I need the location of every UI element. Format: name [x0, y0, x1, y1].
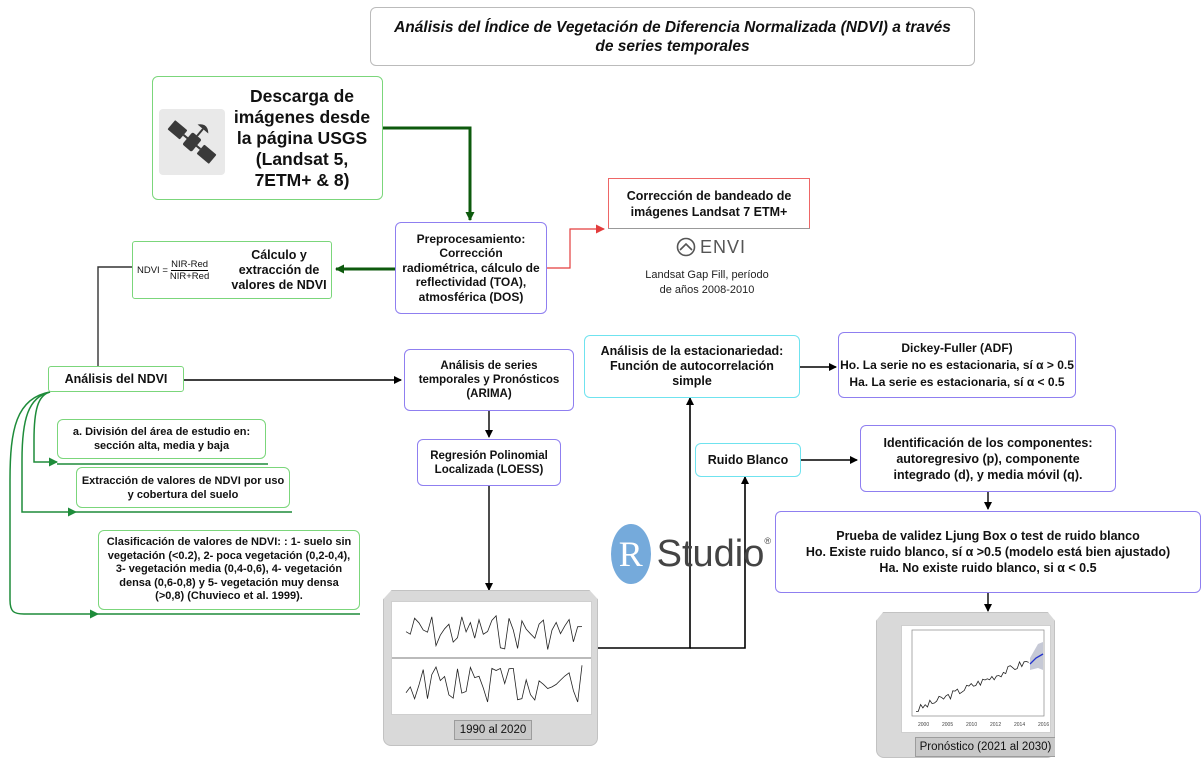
subdivision-box: a. División del área de estudio en: secc… [57, 419, 266, 459]
forecast-axis-tick: 2016 [1038, 722, 1049, 728]
loess-text: Regresión Polinomial Localizada (LOESS) [430, 449, 548, 476]
forecast-band [1030, 642, 1043, 670]
forecast-history-line [915, 660, 1029, 712]
subdivision-text: a. División del área de estudio en: secc… [72, 426, 251, 452]
series-plot [391, 601, 592, 715]
ljung-line-2: Ho. Existe ruido blanco, sí α >0.5 (mode… [805, 545, 1171, 559]
download-box: Descarga de imágenes desde la página USG… [152, 76, 383, 200]
series-line-top [405, 614, 583, 650]
series-caption: 1990 al 2020 [454, 720, 532, 740]
components-text: Identificación de los componentes: autor… [883, 435, 1093, 482]
stationarity-box: Análisis de la estacionariedad: Función … [584, 335, 800, 398]
arrow-download-preprocess [372, 126, 475, 221]
forecast-axis-tick: 2014 [1014, 722, 1025, 728]
forecast-axis-tick: 2012 [990, 722, 1001, 728]
ljung-box: Prueba de validez Ljung Box o test de ru… [775, 511, 1201, 593]
banding-box: Corrección de bandeado de imágenes Lands… [608, 178, 810, 228]
registered-mark-icon: ® [764, 536, 771, 546]
white-noise-text: Ruido Blanco [707, 452, 789, 467]
satellite-icon [159, 109, 225, 175]
components-box: Identificación de los componentes: autor… [860, 425, 1116, 492]
ndvi-formula: NDVI = NIR-Red NIR+Red [137, 259, 209, 282]
arima-box: Análisis de series temporales y Pronósti… [404, 349, 574, 411]
rstudio-letter: R [618, 534, 643, 574]
forecast-plot: 2000 2005 2010 2012 2014 2016 [901, 625, 1051, 733]
forecast-caption: Pronóstico (2021 al 2030) [915, 737, 1055, 757]
ndvi-analysis-text: Análisis del NDVI [64, 371, 168, 386]
adf-line-1: Dickey-Fuller (ADF) [901, 340, 1013, 355]
envi-globe-icon [676, 237, 696, 257]
ljung-line-3: Ha. No existe ruido blanco, si α < 0.5 [879, 561, 1097, 575]
ndvi-formula-numerator: NIR-Red [171, 258, 209, 271]
series-plot-frame: 1990 al 2020 [383, 590, 598, 746]
classification-box: Clasificación de valores de NDVI: : 1- s… [98, 530, 360, 610]
rstudio-word: Studio [656, 532, 765, 575]
adf-line-2: Ho. La serie no es estacionaria, sí α > … [840, 357, 1074, 372]
arima-text: Análisis de series temporales y Pronósti… [418, 360, 560, 400]
adf-box: Dickey-Fuller (ADF) Ho. La serie no es e… [838, 332, 1076, 398]
envi-caption: Landsat Gap Fill, período de años 2008-2… [645, 269, 769, 296]
stationarity-text: Análisis de la estacionariedad: Función … [600, 344, 784, 388]
branch-c [9, 391, 99, 619]
preprocess-box: Preprocesamiento: Corrección radiométric… [395, 222, 547, 314]
ndvi-formula-lhs: NDVI = [137, 264, 168, 276]
branch-b [21, 391, 77, 517]
ljung-line-1: Prueba de validez Ljung Box o test de ru… [836, 529, 1140, 543]
banding-text: Corrección de bandeado de imágenes Lands… [626, 188, 792, 219]
link-series-whitenoise [690, 476, 749, 649]
classification-text: Clasificación de valores de NDVI: : 1- s… [106, 536, 352, 603]
adf-line-3: Ha. La serie es estacionaria, sí α < 0.5 [849, 374, 1065, 389]
diagram-title: Análisis del Índice de Vegetación de Dif… [370, 7, 975, 66]
white-noise-box: Ruido Blanco [695, 443, 801, 477]
ndvi-formula-denominator: NIR+Red [169, 270, 210, 282]
rstudio-logo: R Studio ® [611, 522, 771, 586]
forecast-axis-tick: 2010 [966, 722, 977, 728]
series-line-bottom [405, 665, 583, 703]
land-use-box: Extracción de valores de NDVI por uso y … [76, 467, 290, 508]
forecast-axis-labels: 2000 2005 2010 2012 2014 2016 [918, 722, 1049, 728]
forecast-line [1029, 653, 1044, 665]
download-text: Descarga de imágenes desde la página USG… [233, 85, 371, 190]
forecast-axis-tick: 2000 [918, 722, 929, 728]
envi-logo-text: ENVI [700, 236, 747, 257]
branch-a [33, 391, 58, 467]
land-use-text: Extracción de valores de NDVI por uso y … [81, 474, 285, 501]
diagram-title-text: Análisis del Índice de Vegetación de Dif… [394, 18, 951, 55]
envi-logo: ENVI [676, 236, 746, 258]
preprocess-text: Preprocesamiento: Corrección radiométric… [402, 231, 540, 304]
loess-box: Regresión Polinomial Localizada (LOESS) [417, 439, 561, 486]
link-calc-analysis [97, 266, 132, 366]
ndvi-analysis-box: Análisis del NDVI [48, 366, 184, 392]
rstudio-circle-icon: R [611, 524, 651, 584]
forecast-axis-tick: 2005 [942, 722, 953, 728]
ndvi-calc-label: Cálculo y extracción de valores de NDVI [231, 247, 327, 292]
forecast-plot-frame: 2000 2005 2010 2012 2014 2016 Pronóstico (202… [876, 612, 1055, 758]
ndvi-calc-box: NDVI = NIR-Red NIR+Red Cálculo y extracc… [132, 241, 332, 299]
arrow-preprocess-banding [547, 224, 605, 269]
